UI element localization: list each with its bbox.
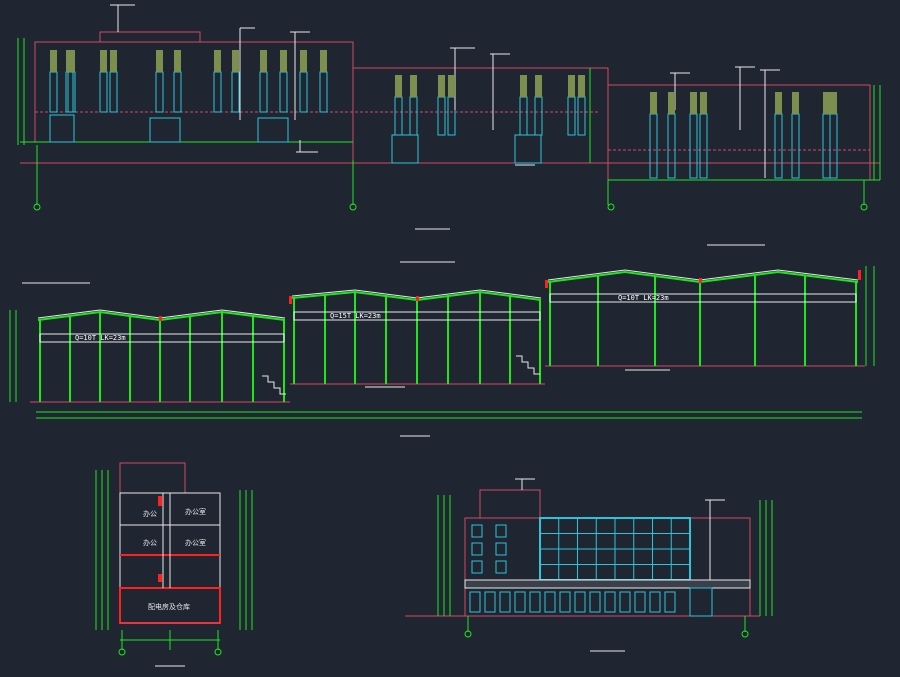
ground-window [559, 591, 571, 613]
facade-window [231, 71, 240, 113]
ground-window [589, 591, 601, 613]
facade-panel [448, 75, 455, 97]
facade-panel [232, 50, 239, 72]
ground-window [529, 591, 541, 613]
facade-panel [792, 92, 799, 114]
facade-window [394, 96, 403, 136]
elevation-top [17, 4, 881, 230]
section-2-2 [95, 462, 253, 667]
crane-label-right: Q=10T LK=23m [618, 294, 669, 302]
facade-window [109, 71, 118, 113]
facade-window [299, 71, 308, 113]
facade-window [67, 71, 76, 113]
facade-panel [100, 50, 107, 72]
facade-window [155, 71, 164, 113]
ground-window [469, 591, 481, 613]
facade-window [49, 71, 58, 113]
elevation-top-parapet [99, 31, 201, 43]
facade-window [519, 96, 528, 136]
facade-window [173, 71, 182, 113]
facade-panel [300, 50, 307, 72]
facade-panel [830, 92, 837, 114]
side-window [471, 560, 483, 574]
facade-panel [690, 92, 697, 114]
facade-panel [50, 50, 57, 72]
facade-window [699, 113, 708, 179]
room-label-a2: 办公 [143, 539, 157, 547]
facade-panel [668, 92, 675, 114]
facade-window [567, 96, 576, 136]
facade-window [409, 96, 418, 136]
facade-panel [110, 50, 117, 72]
facade-window [279, 71, 288, 113]
facade-window [774, 113, 783, 179]
facade-window [829, 113, 838, 179]
facade-window [67, 71, 76, 113]
facade-panel [156, 50, 163, 72]
facade-panel [520, 75, 527, 97]
facade-window [319, 71, 328, 113]
crane-label-left: Q=10T LK=23m [75, 334, 126, 342]
side-window [495, 560, 507, 574]
side-window [471, 524, 483, 538]
facade-panel [438, 75, 445, 97]
facade-window [437, 96, 446, 136]
room-label-ground: 配电房及仓库 [148, 603, 190, 611]
ground-window [649, 591, 661, 613]
facade-window [213, 71, 222, 113]
facade-panel [700, 92, 707, 114]
room-label-b: 办公室 [185, 508, 206, 516]
room-label-a: 办公 [143, 510, 157, 518]
facade-panel [174, 50, 181, 72]
facade-window [65, 71, 74, 113]
facade-window [667, 113, 676, 179]
facade-window [577, 96, 586, 136]
facade-panel [823, 92, 830, 114]
facade-panel [395, 75, 402, 97]
facade-panel [410, 75, 417, 97]
ground-window [634, 591, 646, 613]
elevation-bottom [405, 478, 773, 652]
facade-panel [214, 50, 221, 72]
room-label-b2: 办公室 [185, 539, 206, 547]
facade-window [447, 96, 456, 136]
facade-panel [68, 50, 75, 72]
facade-window [99, 71, 108, 113]
facade-panel [578, 75, 585, 97]
facade-panel [775, 92, 782, 114]
ground-window [544, 591, 556, 613]
facade-panel [568, 75, 575, 97]
crane-label-mid: Q=15T LK=23m [330, 312, 381, 320]
facade-panel [650, 92, 657, 114]
side-window [495, 542, 507, 556]
ground-window [514, 591, 526, 613]
ground-window [604, 591, 616, 613]
facade-panel [280, 50, 287, 72]
facade-window [259, 71, 268, 113]
ground-window [664, 591, 676, 613]
side-window [471, 542, 483, 556]
facade-window [649, 113, 658, 179]
ground-window [484, 591, 496, 613]
side-window [495, 524, 507, 538]
ground-window [499, 591, 511, 613]
facade-panel [260, 50, 267, 72]
facade-window [534, 96, 543, 136]
section-1-1 [9, 244, 875, 437]
ground-window [574, 591, 586, 613]
ground-window [619, 591, 631, 613]
facade-window [689, 113, 698, 179]
facade-panel [320, 50, 327, 72]
facade-panel [535, 75, 542, 97]
facade-window [791, 113, 800, 179]
facade-window [822, 113, 831, 179]
